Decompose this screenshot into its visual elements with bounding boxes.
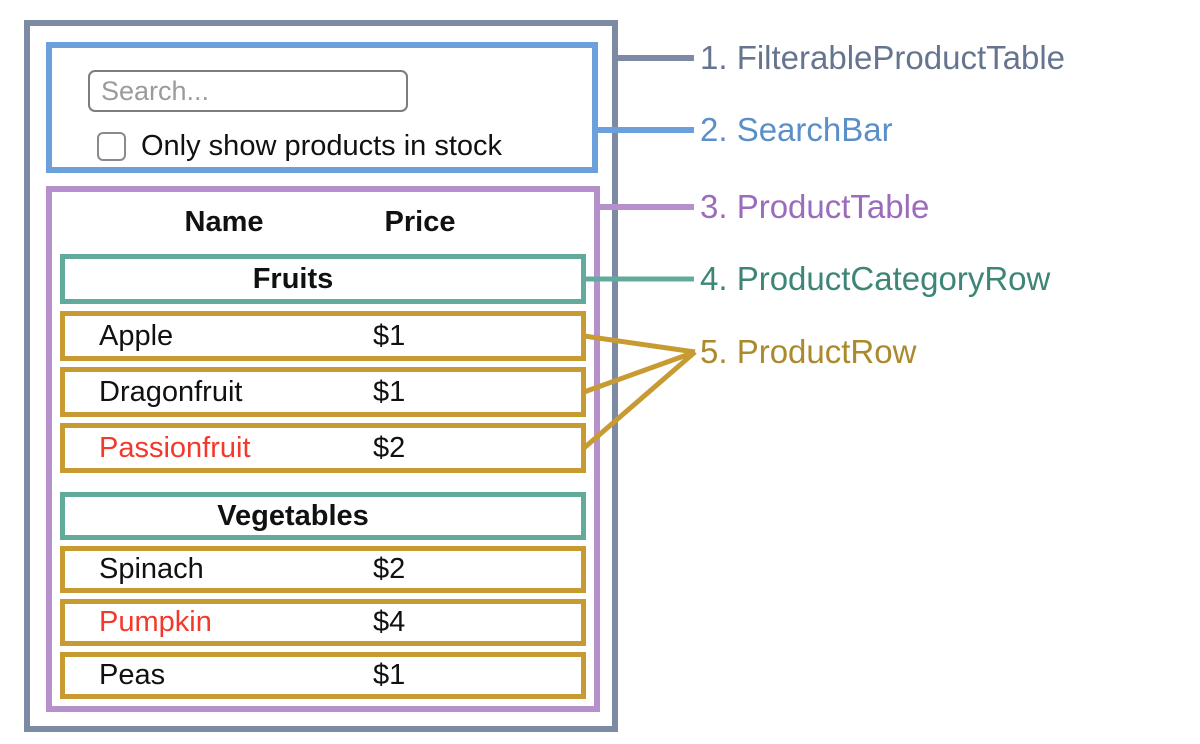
product-price: $1	[373, 375, 406, 408]
product-price: $1	[373, 319, 406, 352]
category-label: Vegetables	[217, 499, 369, 532]
column-header-price: Price	[384, 206, 456, 238]
in-stock-checkbox-row: Only show products in stock	[97, 130, 502, 163]
annotation-filterable-product-table: 1. FilterableProductTable	[700, 39, 1066, 76]
in-stock-checkbox-label: Only show products in stock	[141, 130, 503, 162]
product-category-row-vegetables: Vegetables	[60, 492, 586, 540]
in-stock-checkbox[interactable]	[97, 132, 126, 161]
annotation-product-category-row: 4. ProductCategoryRow	[700, 260, 1051, 297]
product-name: Dragonfruit	[99, 375, 243, 408]
annotation-search-bar: 2. SearchBar	[700, 111, 893, 148]
search-input[interactable]	[88, 70, 408, 112]
product-row-pumpkin: Pumpkin $4	[60, 599, 586, 646]
product-price: $4	[373, 606, 406, 638]
product-price: $2	[373, 553, 406, 585]
product-table-header: Name Price	[60, 198, 586, 246]
product-name: Peas	[99, 659, 166, 691]
annotation-product-table: 3. ProductTable	[700, 188, 930, 225]
product-row-apple: Apple $1	[60, 311, 586, 361]
product-name: Spinach	[99, 553, 204, 585]
product-name-out-of-stock: Pumpkin	[99, 606, 212, 638]
product-category-row-fruits: Fruits	[60, 254, 586, 304]
product-row-spinach: Spinach $2	[60, 546, 586, 593]
product-price: $2	[373, 431, 406, 464]
annotation-product-row: 5. ProductRow	[700, 333, 917, 370]
product-name-out-of-stock: Passionfruit	[99, 431, 251, 464]
category-label: Fruits	[252, 262, 334, 295]
product-row-peas: Peas $1	[60, 652, 586, 699]
product-name: Apple	[99, 319, 174, 352]
product-price: $1	[373, 659, 406, 691]
product-row-dragonfruit: Dragonfruit $1	[60, 367, 586, 417]
product-row-passionfruit: Passionfruit $2	[60, 423, 586, 473]
column-header-name: Name	[184, 206, 264, 238]
